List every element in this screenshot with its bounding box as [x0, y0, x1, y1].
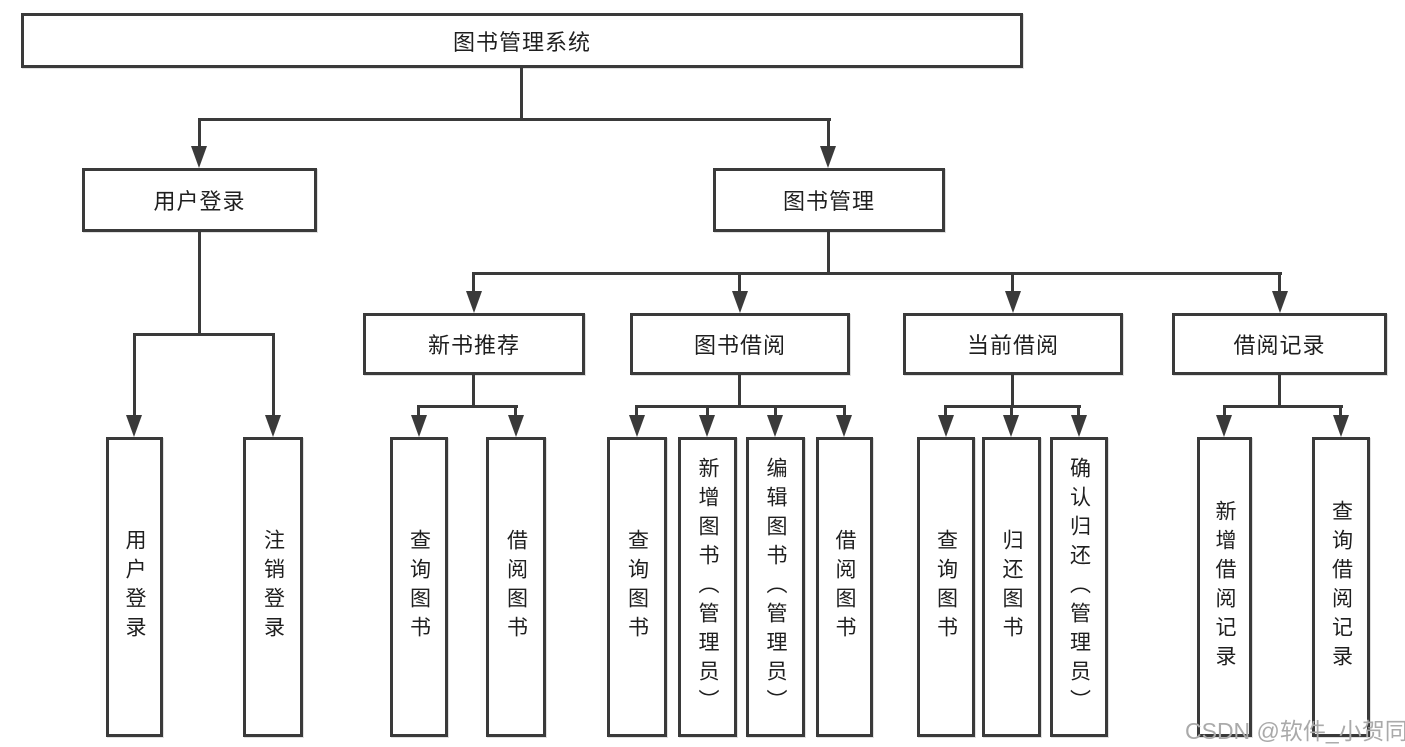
node-book-borrowing: 图书借阅 [630, 313, 850, 375]
arrowhead-g3-leaf-1 [938, 415, 954, 437]
connector-stem-book-borrowing [738, 272, 741, 293]
leaf-add-book-admin: 新增图书（管理员） [678, 437, 737, 737]
node-new-book-recommend: 新书推荐 [363, 313, 585, 375]
leaf-query-books-current-label: 查询图书 [934, 529, 958, 645]
leaf-add-borrow-record-label: 新增借阅记录 [1213, 500, 1236, 674]
arrowhead-book-borrowing [732, 291, 748, 313]
arrowhead-leaf-logout [265, 415, 281, 437]
connector-stem-leaf-logout [272, 333, 275, 417]
connector-g2-rail [635, 405, 846, 408]
node-library-system: 图书管理系统 [21, 13, 1023, 68]
connector-stem-borrow-records [1278, 272, 1281, 293]
node-borrow-records-label: 借阅记录 [1233, 333, 1326, 358]
arrowhead-user-login [191, 146, 207, 168]
connector-g3-stem-3 [1077, 405, 1080, 419]
connector-level2-rail [472, 272, 1282, 275]
connector-g1-stem-2 [514, 405, 517, 419]
leaf-borrow-books-borrowing: 借阅图书 [816, 437, 873, 737]
node-book-borrowing-label: 图书借阅 [693, 333, 786, 358]
arrowhead-leaf-user-login [126, 415, 142, 437]
node-current-borrowing: 当前借阅 [903, 313, 1123, 375]
leaf-edit-book-admin: 编辑图书（管理员） [746, 437, 805, 737]
arrowhead-g4-leaf-2 [1333, 415, 1349, 437]
arrowhead-g1-leaf-2 [508, 415, 524, 437]
connector-g2-stem-3 [774, 405, 777, 419]
connector-g3-stem-1 [944, 405, 947, 419]
arrowhead-g2-leaf-1 [629, 415, 645, 437]
arrowhead-g1-leaf-1 [411, 415, 427, 437]
connector-g4-rail [1223, 405, 1343, 408]
csdn-watermark: CSDN @软件_小贺同学 [1185, 718, 1405, 744]
connector-stem-book-management [827, 118, 830, 150]
connector-g4-drop [1278, 375, 1281, 408]
arrowhead-g3-leaf-3 [1071, 415, 1087, 437]
leaf-query-books-recommend-label: 查询图书 [407, 529, 431, 645]
connector-g1-drop [472, 375, 475, 408]
arrowhead-g2-leaf-3 [767, 415, 783, 437]
leaf-borrow-books-recommend-label: 借阅图书 [504, 529, 528, 645]
node-current-borrowing-label: 当前借阅 [966, 333, 1059, 358]
arrowhead-new-book-recommend [466, 291, 482, 313]
node-new-book-recommend-label: 新书推荐 [427, 333, 520, 358]
connector-root-stem [520, 68, 523, 121]
connector-user-login-drop [198, 232, 201, 336]
node-user-login-branch-label: 用户登录 [153, 189, 246, 214]
leaf-logout: 注销登录 [243, 437, 303, 737]
connector-level1-rail [198, 118, 831, 121]
connector-g2-stem-2 [706, 405, 709, 419]
leaf-return-book-label: 归还图书 [1000, 529, 1023, 645]
connector-stem-user-login [198, 118, 201, 150]
connector-g2-drop [738, 375, 741, 408]
leaf-add-book-admin-label: 新增图书（管理员） [696, 456, 719, 718]
arrowhead-g3-leaf-2 [1003, 415, 1019, 437]
leaf-edit-book-admin-label: 编辑图书（管理员） [764, 456, 787, 718]
arrowhead-g2-leaf-4 [836, 415, 852, 437]
leaf-query-borrow-record-label: 查询借阅记录 [1329, 500, 1353, 674]
leaf-user-login-label: 用户登录 [123, 529, 146, 645]
node-user-login-branch: 用户登录 [82, 168, 317, 232]
arrowhead-book-management [820, 146, 836, 168]
leaf-borrow-books-recommend: 借阅图书 [486, 437, 546, 737]
connector-g4-stem-2 [1339, 405, 1342, 419]
node-borrow-records: 借阅记录 [1172, 313, 1387, 375]
leaf-confirm-return-admin: 确认归还（管理员） [1050, 437, 1108, 737]
arrowhead-g4-leaf-1 [1216, 415, 1232, 437]
leaf-query-books-recommend: 查询图书 [390, 437, 448, 737]
arrowhead-g2-leaf-2 [699, 415, 715, 437]
connector-g2-stem-1 [635, 405, 638, 419]
leaf-return-book: 归还图书 [982, 437, 1041, 737]
leaf-query-books-borrowing: 查询图书 [607, 437, 667, 737]
arrowhead-current-borrowing [1005, 291, 1021, 313]
leaf-query-borrow-record: 查询借阅记录 [1312, 437, 1370, 737]
connector-g3-stem-2 [1010, 405, 1013, 419]
connector-g4-stem-1 [1223, 405, 1226, 419]
leaf-logout-label: 注销登录 [261, 529, 285, 645]
connector-g1-stem-1 [417, 405, 420, 419]
leaf-confirm-return-admin-label: 确认归还（管理员） [1067, 456, 1091, 718]
node-library-system-label: 图书管理系统 [452, 29, 591, 55]
connector-g1-rail [417, 405, 518, 408]
leaf-user-login: 用户登录 [106, 437, 163, 737]
connector-g2-stem-4 [843, 405, 846, 419]
leaf-query-books-current: 查询图书 [917, 437, 975, 737]
connector-g3-drop [1011, 375, 1014, 408]
node-book-management-branch-label: 图书管理 [782, 189, 875, 214]
leaf-query-books-borrowing-label: 查询图书 [625, 529, 649, 645]
arrowhead-borrow-records [1272, 291, 1288, 313]
leaf-add-borrow-record: 新增借阅记录 [1197, 437, 1252, 737]
node-book-management-branch: 图书管理 [713, 168, 945, 232]
connector-user-login-rail [133, 333, 275, 336]
connector-stem-current-borrowing [1011, 272, 1014, 293]
leaf-borrow-books-borrowing-label: 借阅图书 [833, 529, 856, 645]
connector-stem-new-book-recommend [472, 272, 475, 293]
connector-stem-leaf-user-login [133, 333, 136, 417]
connector-book-management-drop [827, 232, 830, 275]
